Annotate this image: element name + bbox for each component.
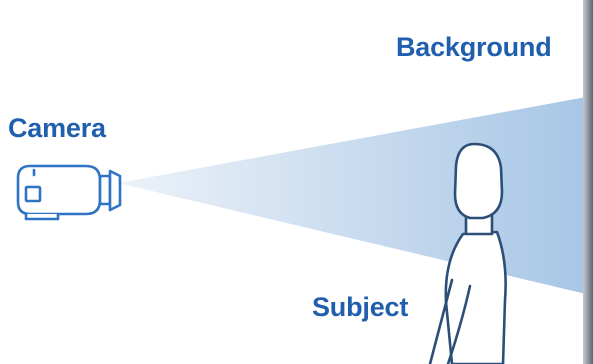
camera-label: Camera xyxy=(8,113,106,143)
field-of-view-beam xyxy=(118,97,586,294)
background-wall xyxy=(583,0,593,364)
subject-label: Subject xyxy=(312,292,409,322)
person-silhouette-icon xyxy=(428,142,507,364)
video-camera-icon xyxy=(16,164,122,221)
background-label: Background xyxy=(396,32,552,62)
